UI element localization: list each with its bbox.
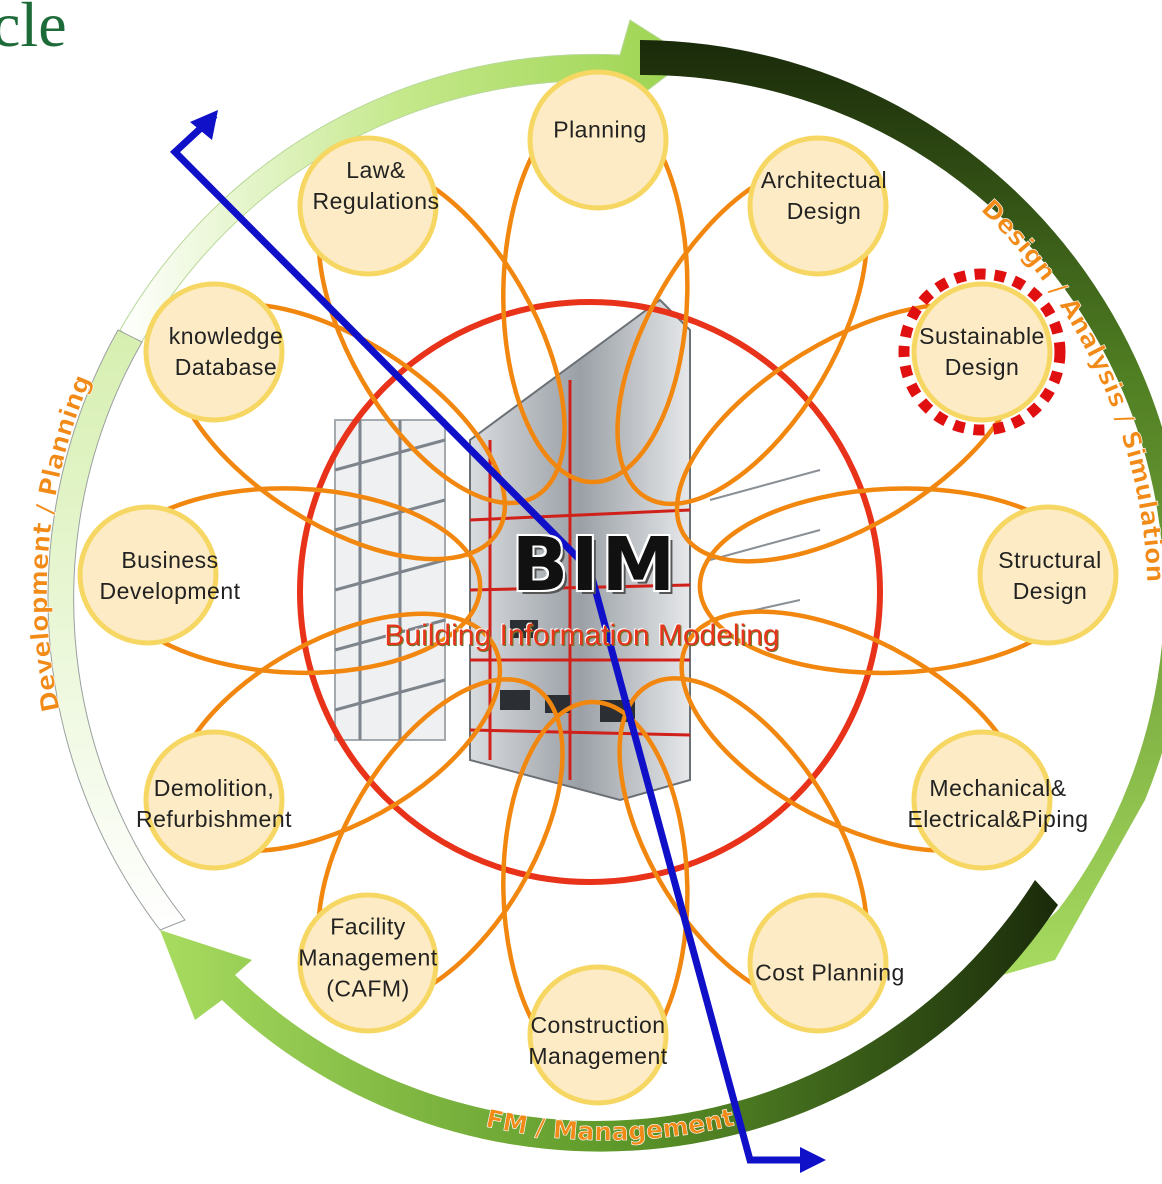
bim-subtitle: Building Information Modeling — [384, 619, 780, 652]
node-label-line: Regulations — [312, 188, 440, 214]
node-circle-planning — [527, 69, 669, 211]
node-circle-mep — [911, 729, 1053, 871]
node-label-line: Database — [174, 354, 278, 380]
node-circle-architectural-design — [747, 135, 889, 277]
node-label-line: Sustainable — [919, 323, 1045, 349]
node-circles — [77, 69, 1119, 1106]
node-label-line: Management — [528, 1043, 668, 1069]
node-circle-law-regulations — [297, 135, 439, 277]
core-ring — [297, 299, 883, 885]
node-circle-facility-management — [297, 892, 439, 1034]
node-label-line: Construction — [530, 1012, 666, 1038]
timeline-arrow-head-end — [800, 1147, 826, 1173]
ring-segment-planning-top — [119, 19, 691, 346]
node-label-line: Design — [944, 354, 1020, 380]
node-label-line: (CAFM) — [326, 975, 410, 1002]
ring-segment-fm-bottom — [160, 880, 1058, 1152]
node-label-line: Development — [99, 578, 241, 604]
ring-segment-development-left — [47, 329, 186, 931]
node-label-demolition: Demolition, Refurbishment — [136, 773, 292, 835]
node-circle-cost-planning — [747, 892, 889, 1034]
node-label-law-regulations: Law&Regulations — [313, 155, 440, 217]
node-circle-construction-management — [527, 964, 669, 1106]
node-label-line: knowledge — [168, 323, 284, 349]
node-label-line: Architectual — [760, 167, 888, 193]
node-label-line: Electrical&Piping — [907, 806, 1089, 832]
node-label-mep: Mechanical&Electrical&Piping — [907, 773, 1088, 835]
node-label-cost-planning: Cost Planning — [755, 958, 905, 989]
lifecycle-ring — [47, 19, 1162, 1152]
node-label-line: Design — [786, 198, 862, 224]
node-label-line: Refurbishment — [135, 806, 293, 832]
timeline-arrow-head-start — [190, 110, 218, 140]
node-label-planning: Planning — [553, 115, 647, 146]
node-circle-demolition — [143, 729, 285, 871]
node-label-line: Planning — [553, 116, 647, 143]
node-circle-business-development — [77, 504, 219, 646]
node-label-line: Business — [121, 547, 219, 573]
node-circle-structural-design — [977, 504, 1119, 646]
node-label-line: Management — [298, 944, 438, 971]
node-label-line: Structural — [998, 547, 1102, 573]
highlight-ring — [898, 268, 1066, 436]
node-label-line: Design — [1012, 578, 1088, 604]
bim-title: BIM — [511, 522, 679, 608]
node-circle-knowledge-database — [143, 281, 285, 423]
building-illustration — [334, 298, 821, 802]
timeline-arrow — [169, 112, 808, 1164]
node-label-line: Cost Planning — [755, 959, 905, 986]
node-label-line: Mechanical& — [929, 775, 1067, 801]
node-label-line: Demolition, — [153, 775, 275, 801]
page-title-fragment: cle — [0, 0, 67, 60]
node-label-line: Law& — [346, 157, 406, 183]
node-label-line: Facility — [330, 913, 406, 940]
node-circle-sustainable-design — [911, 281, 1053, 423]
